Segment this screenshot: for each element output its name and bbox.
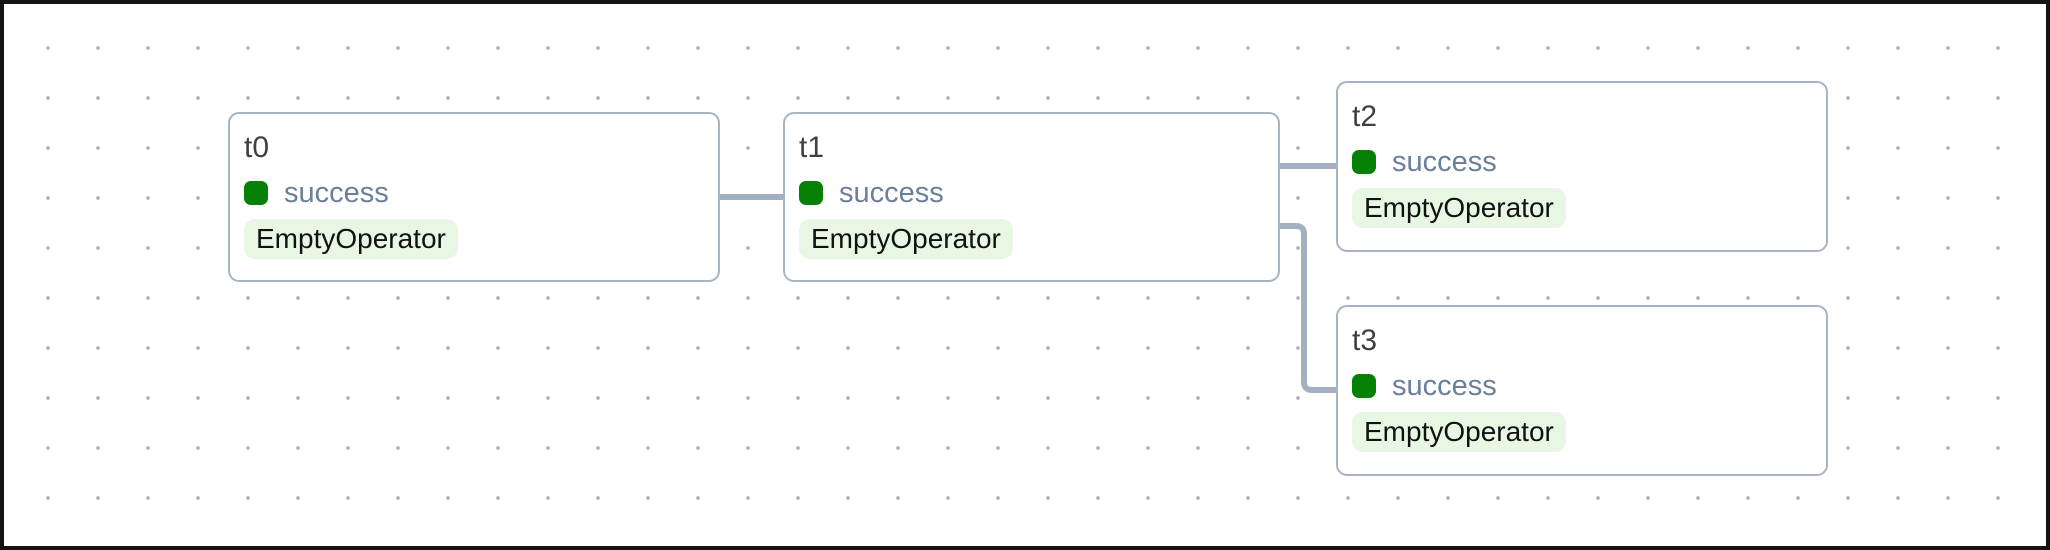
- task-title: t2: [1352, 100, 1378, 133]
- task-node-t2[interactable]: t2 success EmptyOperator: [1336, 81, 1828, 252]
- operator-badge: EmptyOperator: [1352, 412, 1566, 452]
- task-status-label: success: [1392, 146, 1497, 178]
- task-status-label: success: [839, 177, 944, 209]
- success-status-icon: [244, 181, 268, 205]
- operator-badge: EmptyOperator: [1352, 188, 1566, 228]
- task-status-row: success: [1352, 369, 1812, 403]
- operator-badge: EmptyOperator: [799, 219, 1013, 259]
- task-node-t1[interactable]: t1 success EmptyOperator: [783, 112, 1280, 282]
- success-status-icon: [1352, 150, 1376, 174]
- task-status-row: success: [244, 176, 704, 210]
- task-title: t0: [244, 131, 270, 164]
- edge-t1-to-t3[interactable]: [1280, 223, 1336, 393]
- success-status-icon: [799, 181, 823, 205]
- task-node-t3[interactable]: t3 success EmptyOperator: [1336, 305, 1828, 476]
- success-status-icon: [1352, 374, 1376, 398]
- task-status-label: success: [1392, 370, 1497, 402]
- task-status-row: success: [1352, 145, 1812, 179]
- operator-badge: EmptyOperator: [244, 219, 458, 259]
- task-title: t3: [1352, 324, 1378, 357]
- task-node-t0[interactable]: t0 success EmptyOperator: [228, 112, 720, 282]
- task-title: t1: [799, 131, 825, 164]
- task-status-label: success: [284, 177, 389, 209]
- task-status-row: success: [799, 176, 1264, 210]
